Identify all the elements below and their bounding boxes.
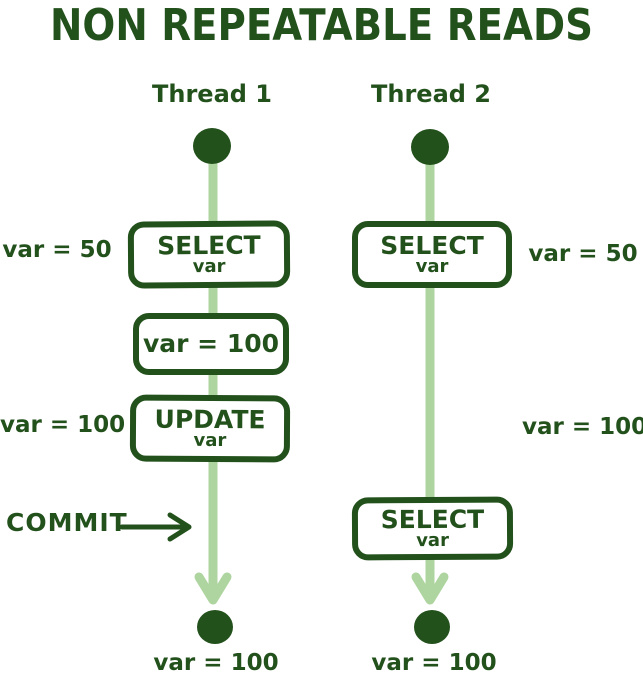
thread1-update-value-annotation: var = 100: [0, 412, 126, 438]
thread2-final-value-label: var = 100: [371, 650, 497, 676]
thread2-select-var-box-first: SELECT var: [352, 221, 512, 288]
thread1-arrowhead-icon: [194, 572, 232, 605]
thread1-select-var-box: SELECT var: [127, 220, 291, 289]
commit-arrow-head-icon: [167, 512, 192, 542]
thread1-update-var-box: UPDATE var: [129, 394, 291, 463]
operation-target: var: [193, 429, 227, 452]
operation-name: SELECT: [380, 230, 484, 260]
thread2-select-var-box-second: SELECT var: [351, 496, 514, 561]
thread1-assign-var-box: var = 100: [133, 313, 289, 375]
thread2-label: Thread 2: [371, 80, 491, 108]
thread2-arrowhead-icon: [411, 572, 449, 605]
operation-target: var: [415, 256, 449, 278]
operation-name: UPDATE: [154, 404, 266, 434]
thread2-start-node: [411, 129, 449, 165]
commit-annotation: COMMIT: [6, 508, 128, 537]
operation-target: var: [192, 255, 226, 278]
thread2-first-select-value-annotation: var = 50: [528, 241, 638, 267]
operation-target: var: [416, 529, 449, 552]
thread1-label: Thread 1: [152, 80, 272, 108]
thread2-end-node: [414, 610, 450, 644]
thread2-current-value-annotation: var = 100: [522, 414, 643, 440]
thread1-select-value-annotation: var = 50: [2, 237, 112, 263]
operation-name: SELECT: [380, 504, 485, 534]
thread1-final-value-label: var = 100: [153, 650, 279, 676]
thread1-end-node: [197, 610, 233, 644]
operation-name: SELECT: [157, 230, 261, 260]
page-title: NON REPEATABLE READS: [49, 0, 594, 51]
thread1-start-node: [193, 128, 231, 164]
operation-name: var = 100: [142, 329, 280, 359]
